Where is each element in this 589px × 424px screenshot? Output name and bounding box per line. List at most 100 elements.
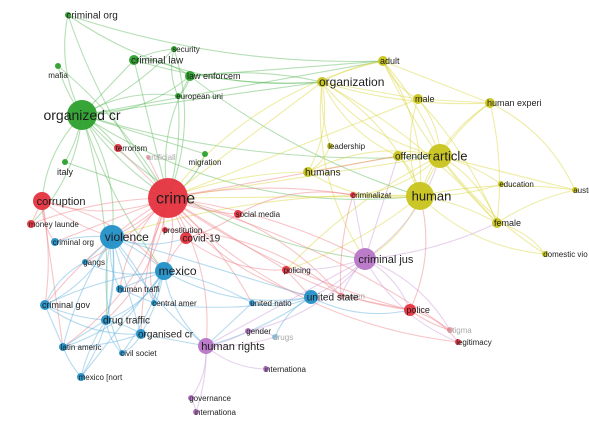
node-human-rights[interactable] (198, 338, 214, 354)
node-domestic-vio[interactable] (542, 251, 548, 257)
edge-crime-latin_americ (62, 197, 169, 348)
node-migration[interactable] (202, 151, 208, 157)
node-label-migration: migration (189, 158, 222, 167)
node-security[interactable] (171, 46, 177, 52)
edge-criminal_org_g-adult (67, 14, 384, 63)
node-legitimacy[interactable] (455, 339, 461, 345)
edge-male-female (417, 98, 498, 224)
node-terrorism[interactable] (114, 144, 122, 152)
node-criminal-gov[interactable] (40, 300, 50, 310)
edge-criminal_gov-organised_cr (44, 304, 142, 335)
node-prostitution[interactable] (162, 227, 168, 233)
edge-human_rights-governance (190, 345, 207, 399)
node-organised-cr[interactable] (136, 329, 146, 339)
node-policing[interactable] (282, 266, 290, 274)
node-money-launde[interactable] (27, 220, 35, 228)
node-criminal-law[interactable] (129, 55, 139, 65)
node-female[interactable] (492, 218, 502, 228)
node-drug-traffic[interactable] (101, 315, 111, 325)
node-police[interactable] (404, 304, 416, 316)
node-violence[interactable] (100, 225, 124, 249)
node-label-organization: organization (319, 75, 384, 89)
node-label-offender: offender (395, 152, 432, 163)
node-mafia[interactable] (55, 63, 61, 69)
edge-adult-human_experi (382, 60, 491, 104)
node-leadership[interactable] (327, 143, 333, 149)
node-australia[interactable] (572, 187, 578, 193)
edge-violence-civil_societ (105, 236, 123, 354)
edge-violence-human_rights (111, 236, 207, 347)
node-internationa2[interactable] (193, 409, 199, 415)
edge-article-humans (307, 150, 441, 173)
node-label-adult: adult (380, 56, 400, 66)
edge-united_state-human_rights (205, 296, 312, 347)
node-male[interactable] (413, 94, 423, 104)
edge-criminal_jus-legitimacy (364, 258, 459, 343)
node-criminal-org-g[interactable] (65, 12, 71, 18)
node-crime[interactable] (148, 178, 188, 218)
edge-criminal_jus-stigma (364, 258, 451, 331)
edge-offender-humans (307, 155, 399, 173)
node-criminal-org-b[interactable] (51, 238, 59, 246)
node-mexico-nort[interactable] (77, 373, 85, 381)
node-human-experi[interactable] (485, 98, 495, 108)
node-adult[interactable] (378, 56, 388, 66)
node-european-uni[interactable] (175, 93, 181, 99)
node-label-social-media: social media (236, 210, 281, 219)
node-article[interactable] (428, 144, 452, 168)
node-united-natio[interactable] (249, 300, 255, 306)
edge-mexico-human_rights (163, 270, 207, 347)
node-criminalizat[interactable] (350, 192, 356, 198)
edge-law_enforcem-adult (189, 60, 384, 77)
node-criminal-jus[interactable] (354, 248, 376, 270)
node-label-drugs: drugs (273, 333, 293, 342)
edge-organization-adult (321, 60, 384, 83)
node-label-internationa2: internationa (194, 408, 236, 417)
edge-adult-crime (167, 60, 384, 199)
node-label-mexico: mexico (159, 264, 197, 278)
node-social-media[interactable] (234, 210, 242, 218)
node-label-central-amer: central amer (152, 299, 197, 308)
node-italy[interactable] (62, 159, 68, 165)
node-latin-americ[interactable] (59, 343, 67, 351)
node-organized-cr[interactable] (67, 100, 97, 130)
node-covid19[interactable] (180, 232, 192, 244)
node-artificial[interactable] (146, 155, 150, 159)
node-gangs[interactable] (82, 259, 88, 265)
node-civil-societ[interactable] (119, 350, 125, 356)
node-mexico[interactable] (155, 262, 173, 280)
node-internationa1[interactable] (263, 366, 269, 372)
node-stigma[interactable] (447, 327, 453, 333)
node-human[interactable] (406, 182, 434, 210)
node-label-criminal-law: criminal law (131, 56, 184, 67)
node-organization[interactable] (317, 77, 327, 87)
edge-central_amer-united_state (153, 296, 312, 308)
node-gender[interactable] (245, 328, 251, 334)
edge-male-crime (167, 98, 419, 199)
edge-article-policing (285, 155, 441, 271)
node-women[interactable] (338, 293, 344, 299)
edge-corruption-criminal_gov (41, 200, 49, 306)
node-central-amer[interactable] (151, 300, 157, 306)
node-governance[interactable] (188, 395, 194, 401)
node-law-enforcem[interactable] (185, 71, 195, 81)
node-humans[interactable] (303, 167, 313, 177)
edge-human-violence (111, 194, 421, 238)
edge-organization-criminal_jus (319, 81, 366, 260)
node-label-mafia: mafia (48, 71, 68, 80)
node-drugs[interactable] (272, 334, 278, 340)
node-education[interactable] (498, 181, 504, 187)
edge-criminal_gov-gangs (44, 261, 86, 306)
node-united-state[interactable] (304, 290, 318, 304)
edge-criminal_law-organization (133, 59, 323, 84)
node-label-united-state: united state (307, 293, 359, 304)
node-label-criminal-jus: criminal jus (358, 254, 414, 266)
edge-crime-united_state (167, 197, 312, 298)
node-offender[interactable] (393, 151, 403, 161)
edge-organized_cr-mexico (81, 114, 165, 272)
node-label-internationa1: internationa (264, 365, 306, 374)
node-label-drug-traffic: drug traffic (103, 316, 150, 327)
node-human-traffi[interactable] (116, 285, 124, 293)
node-label-artificial: artificiall (147, 153, 176, 162)
node-corruption[interactable] (33, 192, 51, 210)
